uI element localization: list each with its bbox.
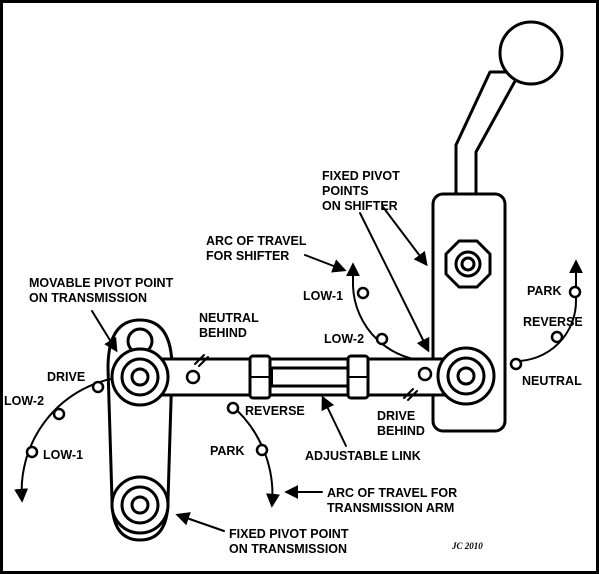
label-drive-behind: DRIVE BEHIND [377,409,425,438]
arrow-fixed-pivot-upper [382,206,428,267]
label-movable-pivot: MOVABLE PIVOT POINT ON TRANSMISSION [29,276,177,305]
label-trans-park: PARK [210,444,245,458]
label-trans-low2: LOW-2 [4,394,44,408]
label-neutral-behind: NEUTRAL BEHIND [199,311,262,340]
movable-pivot-bolt [110,347,170,407]
shifter-reverse-dot [550,330,564,344]
neutral-behind-pivot [185,369,201,385]
label-adjustable-link: ADJUSTABLE LINK [305,449,421,463]
label-arc-transmission: ARC OF TRAVEL FOR TRANSMISSION ARM [327,486,461,515]
label-shifter-neutral: NEUTRAL [522,374,582,388]
trans-low2-dot [52,407,66,421]
drive-behind-pivot [417,366,433,382]
arrow-fixed-pivot-lower [359,212,430,353]
arrow-adjustable-link [321,395,347,447]
signature: JC 2010 [451,541,483,551]
label-shifter-low2: LOW-2 [324,332,364,346]
label-arc-shifter: ARC OF TRAVEL FOR SHIFTER [206,234,310,263]
label-shifter-reverse: REVERSE [523,315,583,329]
shifter-lower-pivot-bolt [436,346,496,406]
label-trans-drive: DRIVE [47,370,85,384]
trans-reverse-dot [226,401,240,415]
label-shifter-low1: LOW-1 [303,289,343,303]
label-trans-reverse: REVERSE [245,404,305,418]
shifter-arc-right [514,259,583,363]
label-fixed-pivot-shifter: FIXED PIVOT POINTS ON SHIFTER [322,169,403,213]
trans-park-dot [255,443,269,457]
arrow-movable-pivot [91,310,118,353]
shifter-low1-dot [356,286,370,300]
neutral-behind-hatch [194,354,209,367]
arrow-fixed-pivot-transmission [175,512,225,532]
shifter-knob [498,20,564,86]
shifter-low2-dot [375,332,389,346]
label-fixed-pivot-transmission: FIXED PIVOT POINT ON TRANSMISSION [229,527,352,556]
drive-behind-hatch [403,388,418,401]
label-trans-low1: LOW-1 [43,448,83,462]
shifter-handle [454,20,564,207]
label-shifter-park: PARK [527,284,562,298]
fixed-pivot-transmission-bolt [110,475,170,535]
trans-low1-dot [25,445,39,459]
shifter-neutral-dot [509,357,523,371]
trans-drive-dot [91,380,105,394]
arrow-arc-shifter [304,254,347,273]
shifter-park-dot [568,285,582,299]
shifter-upper-hex-bolt [444,239,492,289]
